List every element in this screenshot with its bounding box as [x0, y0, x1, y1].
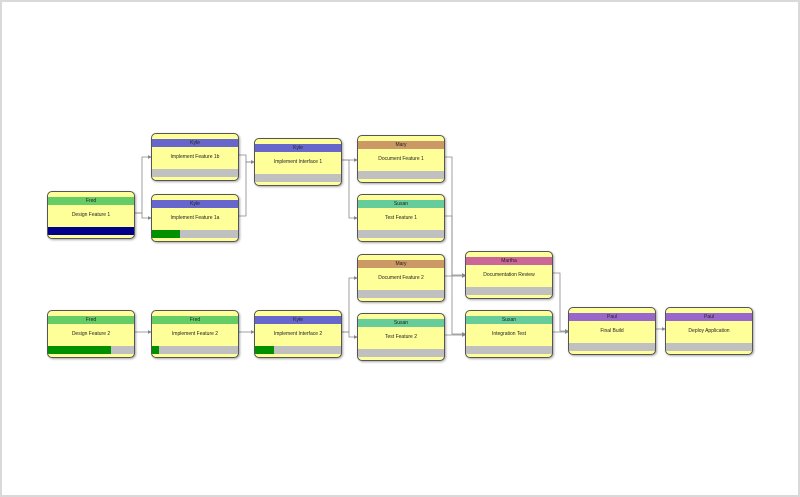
progress-fill	[152, 230, 181, 238]
task-title: Implement Interface 1	[273, 159, 323, 165]
task-owner: Fred	[48, 197, 134, 205]
task-title: Design Feature 2	[71, 331, 111, 337]
task-node-dr[interactable]: Martha Documentation Review	[465, 251, 553, 299]
task-title: Document Feature 1	[378, 156, 424, 162]
task-title: Design Feature 1	[71, 212, 111, 218]
edge-if1a-ii1	[239, 160, 255, 217]
edge-if1b-ii1	[239, 154, 255, 164]
edge-dr-fb	[553, 272, 569, 333]
task-node-docf2[interactable]: Mary Document Feature 2	[357, 254, 445, 302]
task-title: Final Build	[600, 328, 624, 334]
task-owner: Paul	[569, 313, 655, 321]
task-owner: Kyle	[255, 316, 341, 324]
edge-ii2-tf2	[342, 331, 358, 339]
task-node-ii1[interactable]: Kyle Implement Interface 1	[254, 138, 342, 186]
progress-bar	[48, 346, 134, 354]
task-owner: Kyle	[152, 200, 238, 208]
task-title: Test Feature 1	[385, 215, 417, 221]
progress-fill	[152, 346, 159, 354]
task-title: Implement Feature 1b	[170, 154, 220, 160]
task-title: Implement Feature 1a	[170, 215, 220, 221]
task-node-it[interactable]: Susan Integration Test	[465, 310, 553, 358]
progress-fill	[48, 227, 134, 235]
task-node-if2[interactable]: Fred Implement Feature 2	[151, 310, 239, 358]
progress-bar	[255, 346, 341, 354]
task-title: Implement Feature 2	[171, 331, 219, 337]
task-node-da[interactable]: Paul Deploy Application	[665, 307, 753, 355]
task-title: Test Feature 2	[385, 334, 417, 340]
task-title: Deploy Application	[688, 328, 730, 334]
progress-fill	[48, 346, 111, 354]
task-owner: Mary	[358, 260, 444, 268]
progress-bar	[466, 287, 552, 295]
edge-tf1-it	[445, 215, 466, 336]
task-owner: Fred	[152, 316, 238, 324]
task-title: Documentation Review	[483, 272, 535, 278]
task-node-fb[interactable]: Paul Final Build	[568, 307, 656, 355]
task-node-tf1[interactable]: Susan Test Feature 1	[357, 194, 445, 242]
task-owner: Mary	[358, 141, 444, 149]
task-title: Integration Test	[491, 331, 527, 337]
task-owner: Susan	[466, 316, 552, 324]
task-owner: Paul	[666, 313, 752, 321]
progress-bar	[666, 343, 752, 351]
task-owner: Fred	[48, 316, 134, 324]
progress-bar	[569, 343, 655, 351]
task-node-if1b[interactable]: Kyle Implement Feature 1b	[151, 133, 239, 181]
progress-bar	[358, 230, 444, 238]
progress-bar	[152, 169, 238, 177]
progress-bar	[358, 290, 444, 298]
task-owner: Susan	[358, 200, 444, 208]
task-owner: Susan	[358, 319, 444, 327]
task-title: Implement Interface 2	[273, 331, 323, 337]
progress-bar	[466, 346, 552, 354]
task-title: Document Feature 2	[378, 275, 424, 281]
task-node-tf2[interactable]: Susan Test Feature 2	[357, 313, 445, 361]
task-node-df2[interactable]: Fred Design Feature 2	[47, 310, 135, 358]
progress-bar	[152, 230, 238, 238]
edge-df1-if1b	[135, 155, 152, 214]
edge-df1-if1a	[135, 212, 152, 220]
task-owner: Martha	[466, 257, 552, 265]
task-node-ii2[interactable]: Kyle Implement Interface 2	[254, 310, 342, 358]
progress-bar	[48, 227, 134, 235]
task-node-df1[interactable]: Fred Design Feature 1	[47, 191, 135, 239]
progress-bar	[358, 349, 444, 357]
task-node-docf1[interactable]: Mary Document Feature 1	[357, 135, 445, 183]
task-node-if1a[interactable]: Kyle Implement Feature 1a	[151, 194, 239, 242]
task-owner: Kyle	[152, 139, 238, 147]
progress-bar	[255, 174, 341, 182]
progress-fill	[255, 346, 274, 354]
task-owner: Kyle	[255, 144, 341, 152]
progress-bar	[152, 346, 238, 354]
edge-ii2-docf2	[342, 276, 358, 333]
progress-bar	[358, 171, 444, 179]
edge-ii1-tf1	[342, 159, 358, 220]
